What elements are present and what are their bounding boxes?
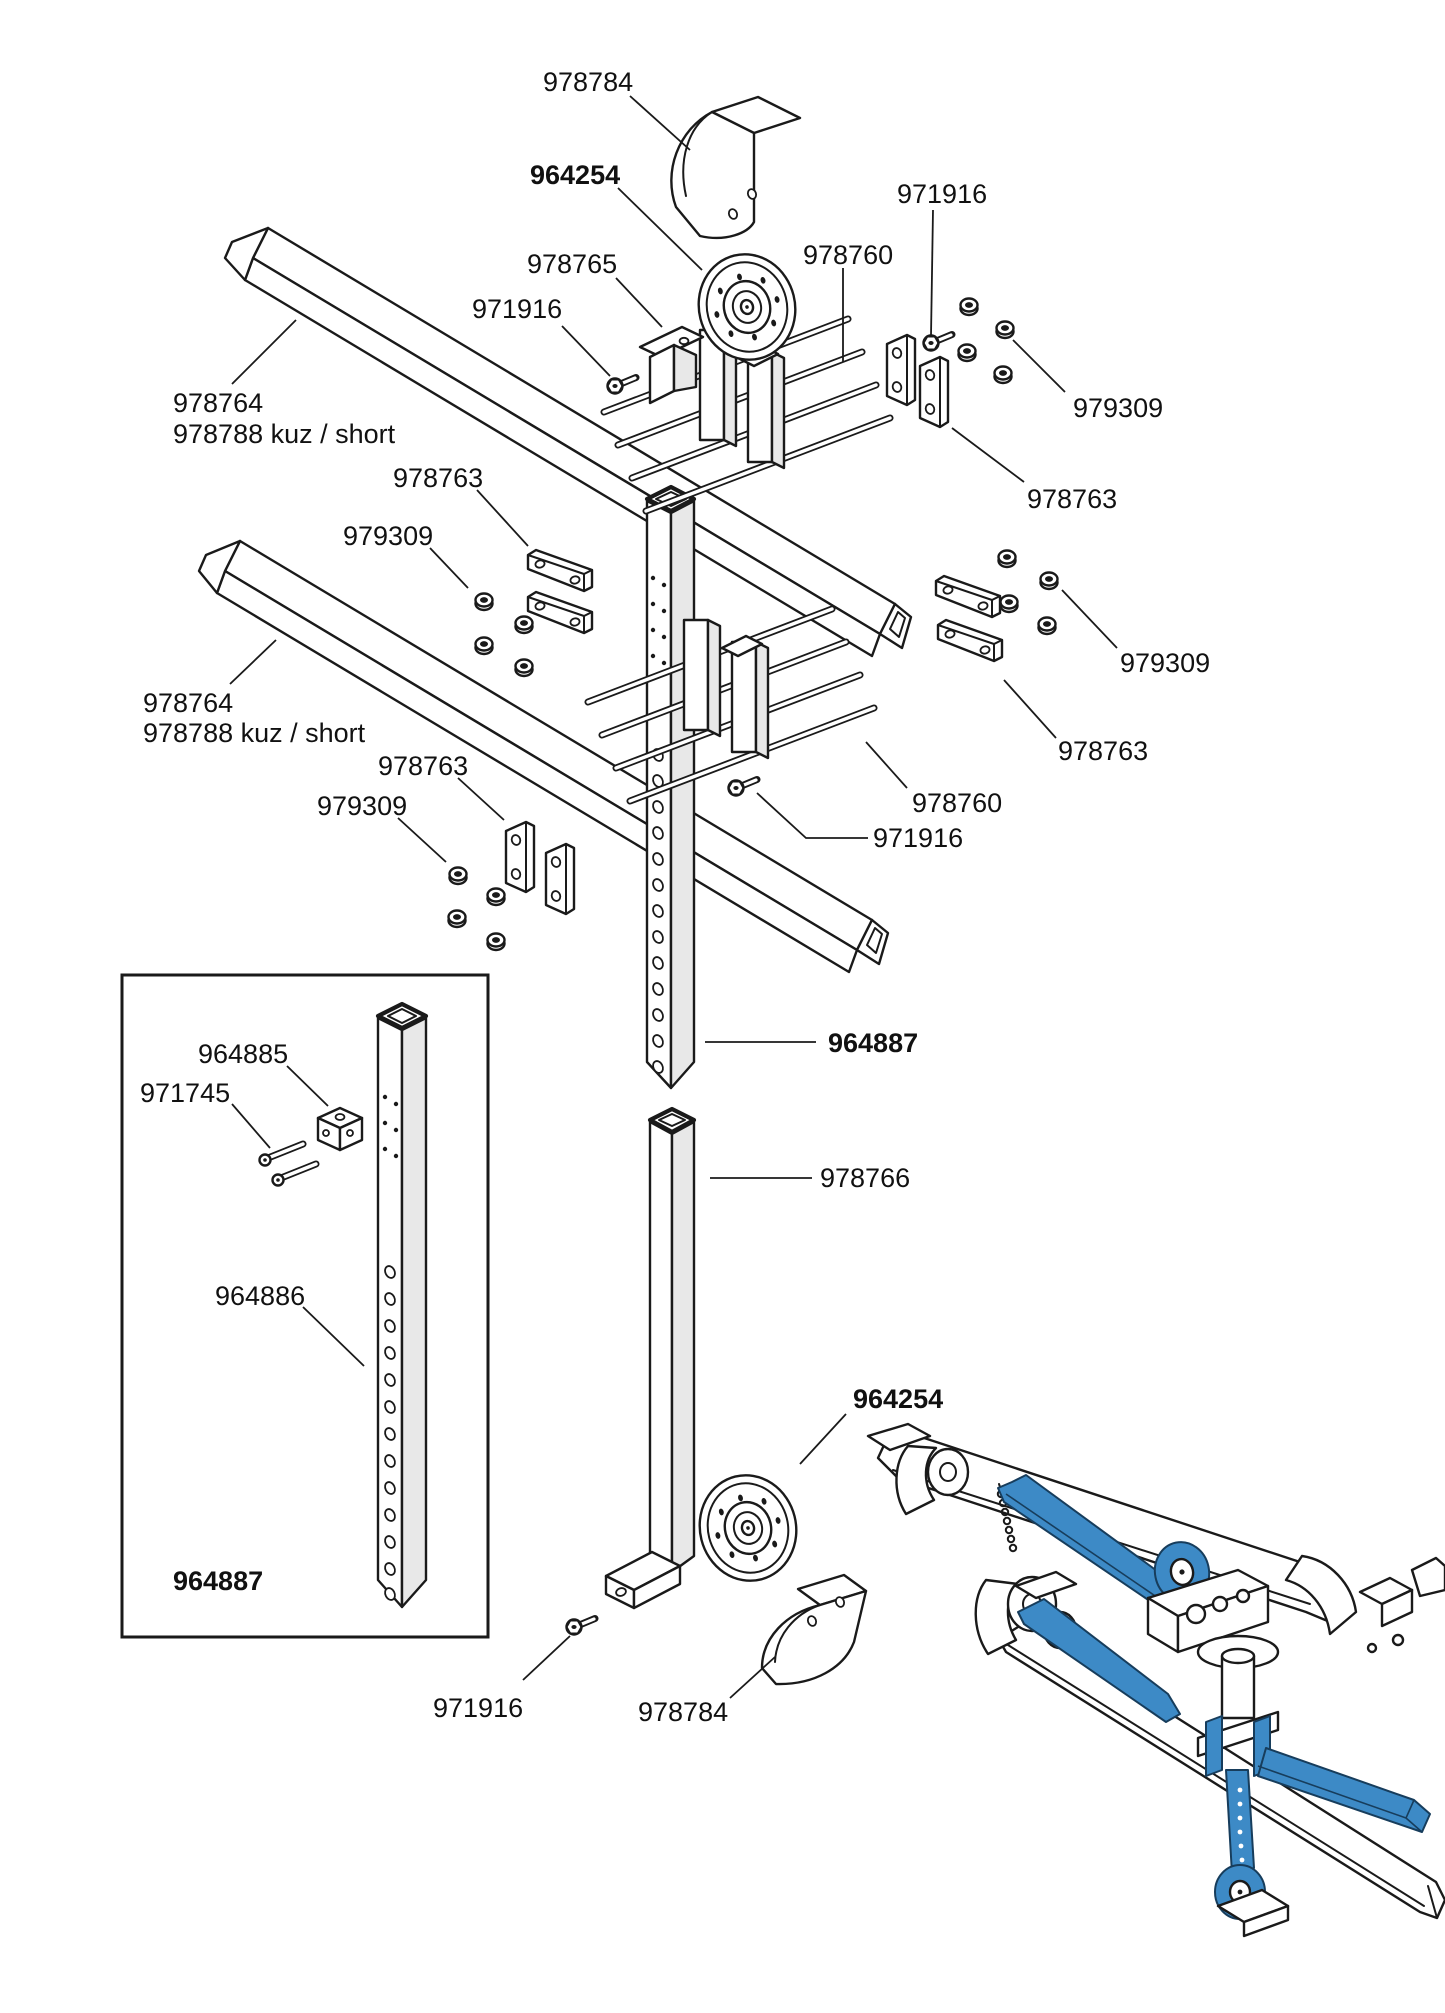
bolt-top-right xyxy=(924,335,953,351)
part-label-kit-pins: 971745 xyxy=(140,1078,230,1108)
part-labels: 978784 964254 978765 971916 971916 97876… xyxy=(140,67,1210,1727)
part-label-pulley-top: 964254 xyxy=(530,160,620,190)
pulley-bottom-964254 xyxy=(687,1463,809,1593)
guard-bottom-978784 xyxy=(760,1573,868,1686)
part-label-clamps-lower-left: 978763 xyxy=(378,751,468,781)
nut-cluster-right-middle xyxy=(997,549,1059,636)
nut-cluster-mid-left xyxy=(474,592,534,678)
part-label-frame-bottom: 978760 xyxy=(912,788,1002,818)
rod-frame-bottom-978760 xyxy=(588,609,874,801)
clamp-pair-right-middle xyxy=(934,574,1004,663)
part-label-nuts-lower-left: 979309 xyxy=(317,791,407,821)
part-label-bracket: 978765 xyxy=(527,249,617,279)
part-label-nuts-right-mid: 979309 xyxy=(1120,648,1210,678)
beam-upper-978764 xyxy=(223,226,913,658)
clamp-pair-top-right xyxy=(885,333,950,429)
part-label-beam1-variant: 978788 kuz / short xyxy=(173,419,396,449)
leader-lines xyxy=(229,95,1118,1699)
part-label-guard-top: 978784 xyxy=(543,67,633,97)
part-label-kit-post: 964886 xyxy=(215,1281,305,1311)
part-label-bolt-top-left: 971916 xyxy=(472,294,562,324)
part-label-post-main: 964887 xyxy=(828,1028,918,1058)
part-label-kit-number: 964887 xyxy=(173,1566,263,1596)
part-label-kit-block: 964885 xyxy=(198,1039,288,1069)
part-label-beam2-number: 978764 xyxy=(143,688,233,718)
kit-box-964887 xyxy=(120,973,490,1639)
part-label-guard-bottom: 978784 xyxy=(638,1697,728,1727)
part-label-clamps-right-mid: 978763 xyxy=(1058,736,1148,766)
clamp-pair-mid-left xyxy=(526,548,594,635)
part-label-clamps-mid-left: 978763 xyxy=(393,463,483,493)
part-label-nuts-mid-left: 979309 xyxy=(343,521,433,551)
kit-block-964885 xyxy=(316,1106,364,1152)
part-label-beam2-variant: 978788 kuz / short xyxy=(143,718,366,748)
part-label-bolt-top-right: 971916 xyxy=(897,179,987,209)
bolt-top-left xyxy=(608,378,637,394)
bolt-bottom xyxy=(567,1619,596,1635)
post-lower-978766 xyxy=(604,1106,697,1610)
part-label-nuts-top-right: 979309 xyxy=(1073,393,1163,423)
clamp-pair-lower-left xyxy=(504,820,576,916)
bracket-978765 xyxy=(638,325,705,405)
nut-cluster-lower-left xyxy=(447,866,506,952)
part-label-post-lower: 978766 xyxy=(820,1163,910,1193)
kit-pins-971745 xyxy=(258,1140,320,1187)
assembled-overview-thumbnail xyxy=(866,1422,1445,1938)
part-label-bolt-middle: 971916 xyxy=(873,823,963,853)
kit-post-964886 xyxy=(375,1001,429,1609)
part-label-beam1-number: 978764 xyxy=(173,388,263,418)
beam-lower-978788 xyxy=(197,539,890,974)
guard-top-978784 xyxy=(670,95,802,240)
part-label-bolt-bottom: 971916 xyxy=(433,1693,523,1723)
part-label-pulley-bottom: 964254 xyxy=(853,1384,943,1414)
bolt-middle xyxy=(729,780,758,796)
part-label-clamps-top-right: 978763 xyxy=(1027,484,1117,514)
nut-cluster-top-right xyxy=(957,297,1015,385)
part-label-frame-top: 978760 xyxy=(803,240,893,270)
